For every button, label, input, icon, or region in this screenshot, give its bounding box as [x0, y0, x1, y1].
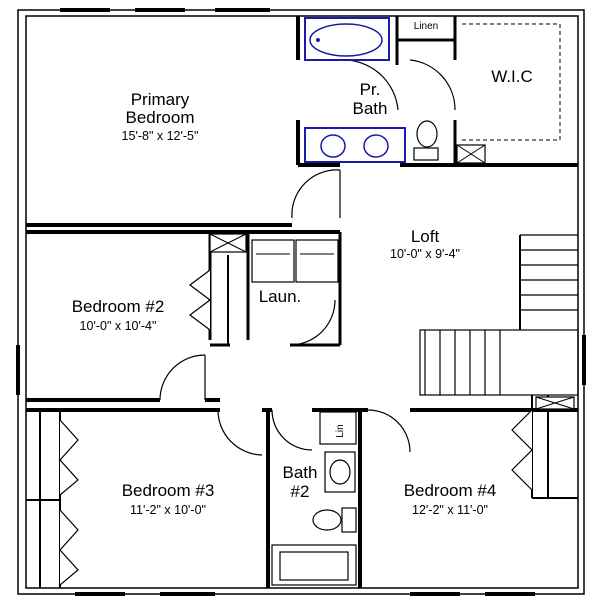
bedroom4-dims: 12'-2" x 11'-0"	[412, 503, 488, 517]
bath2-fixtures	[271, 411, 357, 586]
bedroom2-dims: 10'-0" x 10'-4"	[80, 319, 157, 333]
loft-name: Loft	[411, 227, 440, 246]
bedroom3-dims: 11'-2" x 10'-0"	[130, 503, 206, 517]
doors	[159, 59, 456, 456]
wic-label: W.I.C	[491, 67, 533, 86]
bath2-name-2: #2	[291, 482, 310, 501]
primary-bath-name-1: Pr.	[360, 80, 381, 99]
primary-bedroom-dims: 15'-8" x 12'-5"	[122, 129, 199, 143]
laundry-label: Laun.	[259, 287, 302, 306]
loft-dims: 10'-0" x 9'-4"	[390, 247, 460, 261]
linen-small-label: Lin	[335, 424, 346, 437]
staircase	[419, 234, 579, 396]
exterior-walls	[16, 8, 586, 596]
bedroom4-name: Bedroom #4	[404, 481, 497, 500]
linen-top-label: Linen	[414, 21, 438, 32]
closet-doors	[59, 269, 533, 586]
bedroom3-name: Bedroom #3	[122, 481, 215, 500]
bedroom2-name: Bedroom #2	[72, 297, 165, 316]
primary-bedroom-name-2: Bedroom	[126, 108, 195, 127]
laundry-appliances	[251, 239, 339, 283]
bath2-name-1: Bath	[283, 463, 318, 482]
primary-bath-fixtures	[209, 17, 575, 410]
room-labels: Primary Bedroom 15'-8" x 12'-5" Pr. Bath…	[72, 21, 533, 517]
primary-bath-name-2: Bath	[353, 99, 388, 118]
primary-bedroom-name-1: Primary	[131, 90, 190, 109]
